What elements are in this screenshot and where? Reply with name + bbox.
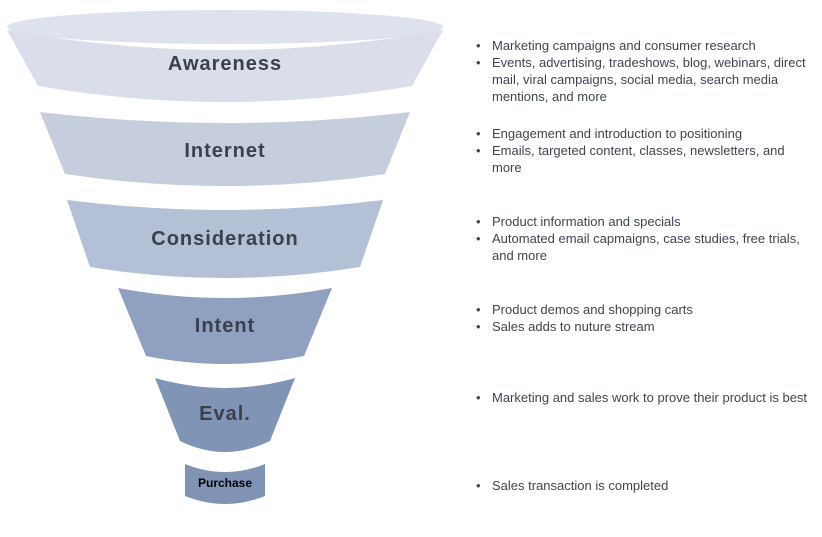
funnel-rim-ellipse (7, 10, 443, 44)
bullet-icon: • (476, 478, 481, 493)
stage-shape-awareness (7, 30, 443, 102)
notes-internet: • Engagement and introduction to positio… (476, 125, 814, 176)
note-text: Sales adds to nuture stream (492, 319, 655, 334)
note-text: Sales transaction is completed (492, 478, 669, 493)
bullet-icon: • (476, 55, 481, 70)
note-text: Product demos and shopping carts (492, 302, 693, 317)
note-text: Marketing campaigns and consumer researc… (492, 38, 756, 53)
bullet-icon: • (476, 214, 481, 229)
note-item: • Sales transaction is completed (476, 477, 814, 494)
stage-label-internet: Internet (184, 140, 265, 162)
stage-label-consideration: Consideration (151, 228, 298, 250)
notes-intent: • Product demos and shopping carts • Sal… (476, 301, 814, 335)
stage-shape-eval (155, 378, 295, 452)
stage-label-intent: Intent (195, 315, 255, 337)
note-item: • Engagement and introduction to positio… (476, 125, 814, 142)
stage-label-purchase: Purchase (198, 476, 252, 490)
stage-shape-consideration (67, 200, 383, 278)
notes-eval: • Marketing and sales work to prove thei… (476, 389, 814, 406)
note-text: Engagement and introduction to positioni… (492, 126, 743, 141)
notes-awareness: • Marketing campaigns and consumer resea… (476, 37, 814, 105)
stage-shape-purchase (185, 464, 265, 504)
note-item: • Events, advertising, tradeshows, blog,… (476, 54, 814, 105)
bullet-icon: • (476, 319, 481, 334)
notes-purchase: • Sales transaction is completed (476, 477, 814, 494)
note-text: Emails, targeted content, classes, newsl… (492, 143, 785, 175)
stage-shape-internet (40, 112, 410, 186)
note-item: • Automated email capmaigns, case studie… (476, 230, 814, 264)
note-text: Product information and specials (492, 214, 681, 229)
funnel-graphic: Awareness Internet Consideration Intent … (7, 10, 443, 504)
bullet-icon: • (476, 38, 481, 53)
notes-consideration: • Product information and specials • Aut… (476, 213, 814, 264)
bullet-icon: • (476, 126, 481, 141)
bullet-icon: • (476, 143, 481, 158)
stage-label-awareness: Awareness (168, 53, 282, 75)
note-item: • Marketing campaigns and consumer resea… (476, 37, 814, 54)
bullet-icon: • (476, 231, 481, 246)
note-text: Marketing and sales work to prove their … (492, 390, 808, 405)
note-item: • Product demos and shopping carts (476, 301, 814, 318)
note-item: • Product information and specials (476, 213, 814, 230)
note-item: • Emails, targeted content, classes, new… (476, 142, 814, 176)
stage-shape-intent (118, 288, 332, 364)
note-item: • Sales adds to nuture stream (476, 318, 814, 335)
note-text: Events, advertising, tradeshows, blog, w… (492, 55, 806, 104)
note-item: • Marketing and sales work to prove thei… (476, 389, 814, 406)
note-text: Automated email capmaigns, case studies,… (492, 231, 800, 263)
bullet-icon: • (476, 302, 481, 317)
bullet-icon: • (476, 390, 481, 405)
stage-label-eval: Eval. (199, 403, 251, 425)
